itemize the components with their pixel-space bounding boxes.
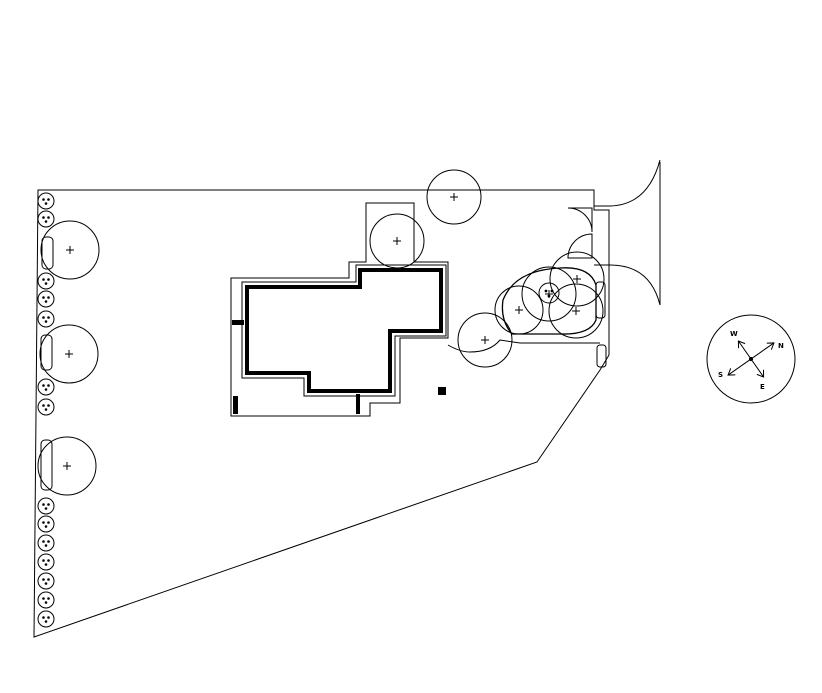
shrub-symbol xyxy=(37,210,55,228)
hedge-segment-bed-lower xyxy=(596,344,607,368)
house-walls xyxy=(245,268,443,393)
shrub-symbol xyxy=(37,192,55,210)
property-boundary xyxy=(33,189,610,638)
driveway-edge-lower xyxy=(594,264,661,306)
house-inner-wall xyxy=(241,264,447,397)
shrub-symbol xyxy=(37,310,55,328)
tree-canopy xyxy=(369,213,425,269)
wall-stub-bottom xyxy=(356,394,360,414)
tree-canopy xyxy=(37,436,97,496)
shrub-symbol xyxy=(37,610,55,628)
hedge-segment-bed xyxy=(595,281,606,319)
tree-canopy xyxy=(457,312,513,368)
shrub-symbol xyxy=(37,290,55,308)
wall-stub-bottom-left xyxy=(233,396,238,414)
hedge-segment-left-1 xyxy=(41,236,54,270)
compass-north-label: N xyxy=(778,342,784,350)
garden-path xyxy=(447,339,600,353)
shrub-symbol xyxy=(37,497,55,515)
tree-canopy xyxy=(548,283,604,339)
tree-canopy xyxy=(494,285,544,335)
wall-stub-left xyxy=(232,320,244,325)
shrub-symbol xyxy=(37,398,55,416)
bed-shrub xyxy=(538,282,560,304)
hedge-segment-left-2 xyxy=(40,334,53,371)
shrub-symbol xyxy=(37,572,55,590)
tree-canopy xyxy=(426,169,482,225)
planting-bed xyxy=(501,267,597,335)
compass-south-label: S xyxy=(718,371,723,379)
patio-outline xyxy=(230,202,449,417)
tree-canopy xyxy=(40,220,100,280)
shrub-symbol xyxy=(37,515,55,533)
shrub-symbol xyxy=(37,591,55,609)
shrub-row xyxy=(37,192,55,628)
shrub-symbol xyxy=(37,534,55,552)
driveway-edge-upper xyxy=(594,159,661,207)
compass-rose: N S E W xyxy=(706,314,796,404)
compass-circle xyxy=(706,314,796,404)
tree-canopy xyxy=(549,251,605,307)
utility-box xyxy=(438,387,446,395)
gate-swing-upper xyxy=(567,207,593,233)
tree-group xyxy=(37,169,605,496)
compass-east-label: E xyxy=(760,383,765,391)
shrub-symbol xyxy=(37,378,55,396)
shrub-symbol xyxy=(37,272,55,290)
compass-west-label: W xyxy=(730,330,738,338)
hedge-segment-left-3 xyxy=(40,439,53,491)
tree-canopy xyxy=(39,324,99,384)
shrub-symbol xyxy=(37,553,55,571)
